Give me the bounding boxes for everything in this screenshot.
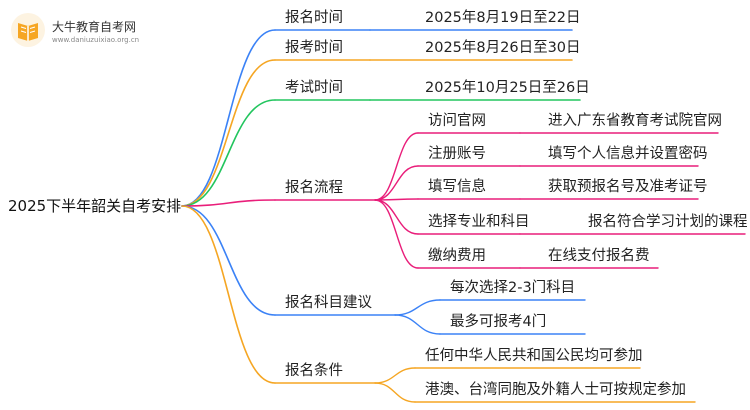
- branch-value: 2025年10月25日至26日: [425, 80, 590, 96]
- sub-item-value: 报名符合学习计划的课程: [588, 214, 748, 230]
- connector-line: [181, 205, 276, 384]
- branch-label: 报名科目建议: [285, 295, 372, 311]
- sub-item-value: 在线支付报名费: [548, 248, 650, 264]
- connector-line: [181, 29, 276, 207]
- sub-item-value: 填写个人信息并设置密码: [548, 146, 708, 162]
- sub-item-label: 每次选择2-3门科目: [450, 280, 576, 296]
- branch-label: 报名时间: [285, 10, 343, 26]
- sub-item-label: 最多可报考4门: [450, 314, 547, 330]
- branch-label: 报考时间: [285, 40, 343, 56]
- sub-item-label: 任何中华人民共和国公民均可参加: [425, 348, 643, 364]
- sub-item-label: 港澳、台湾同胞及外籍人士可按规定参加: [425, 382, 686, 398]
- connector-line: [374, 132, 419, 201]
- sub-item-value: 进入广东省教育考试院官网: [548, 113, 722, 129]
- connector-line: [181, 205, 276, 316]
- connector-line: [374, 199, 419, 269]
- sub-item-label: 访问官网: [428, 113, 486, 129]
- connector-line: [394, 299, 441, 316]
- logo-url: www.daniuzuixiao.org.cn: [52, 36, 140, 44]
- root-topic: 2025下半年韶关自考安排: [8, 197, 182, 215]
- book-icon: [11, 13, 45, 47]
- sub-item-label: 选择专业和科目: [428, 214, 530, 230]
- branch-label: 考试时间: [285, 80, 343, 96]
- branch-value: 2025年8月26日至30日: [425, 40, 581, 56]
- site-logo: 大牛教育自考网 www.daniuzuixiao.org.cn: [10, 12, 180, 48]
- connector-line: [394, 314, 441, 335]
- connector-line: [374, 382, 416, 403]
- sub-item-label: 填写信息: [428, 179, 486, 195]
- sub-item-label: 注册账号: [428, 146, 486, 162]
- connector-line: [374, 367, 416, 384]
- logo-title: 大牛教育自考网: [52, 20, 137, 34]
- connector-line: [374, 199, 419, 235]
- connector-line: [374, 165, 419, 201]
- connector-line: [181, 99, 276, 207]
- branch-label: 报名流程: [285, 180, 343, 196]
- connector-line: [181, 59, 276, 207]
- connector-line: [181, 199, 276, 207]
- branch-label: 报名条件: [285, 363, 343, 379]
- sub-item-label: 缴纳费用: [428, 248, 486, 264]
- sub-item-value: 获取预报名号及准考证号: [548, 179, 708, 195]
- branch-value: 2025年8月19日至22日: [425, 10, 581, 26]
